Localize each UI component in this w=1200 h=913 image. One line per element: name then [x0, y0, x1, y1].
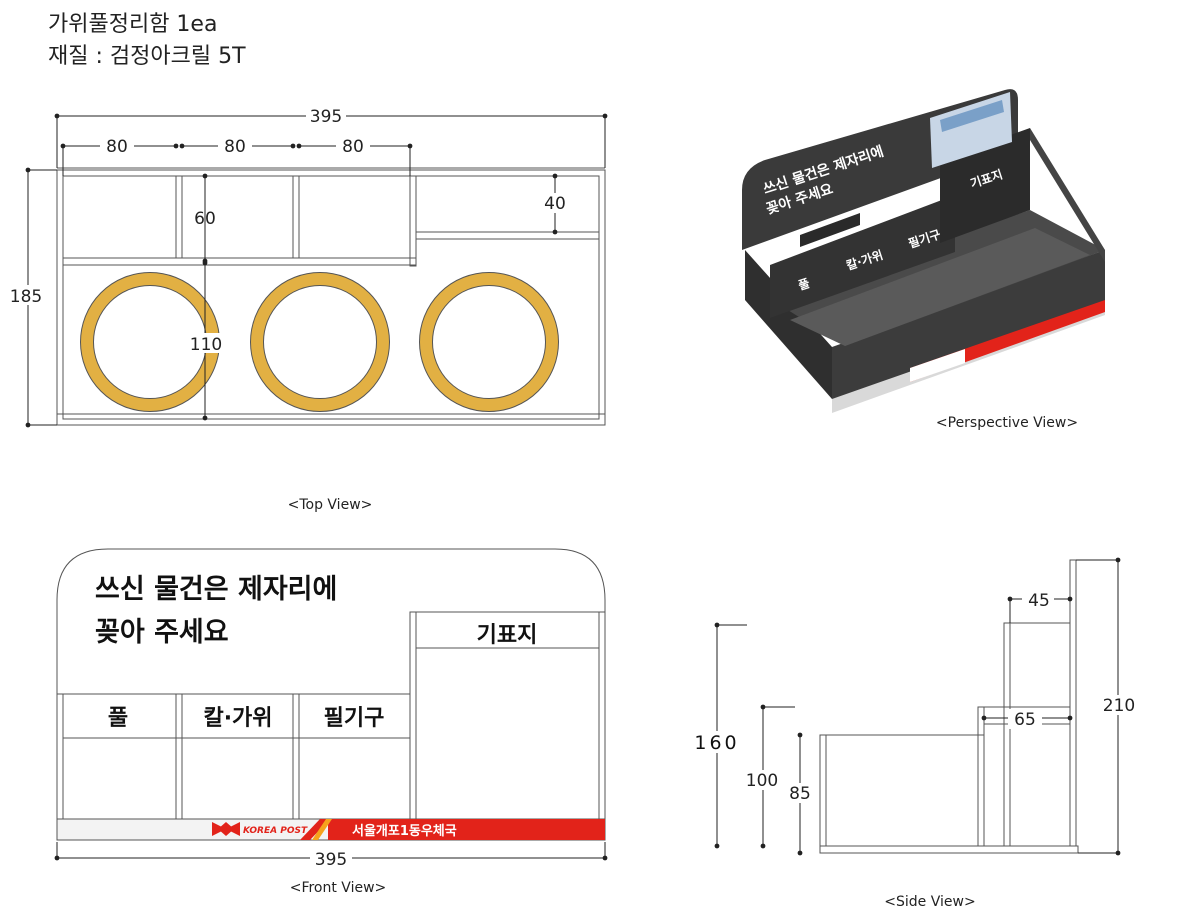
persp-left-face — [745, 250, 832, 399]
side-dim-front-height: 85 — [789, 784, 811, 804]
top-divider-2 — [292, 175, 300, 259]
top-view-dimensions — [25, 113, 608, 428]
caption-side-view: <Side View> — [884, 894, 975, 910]
side-dim-sign-height: 160 — [694, 732, 739, 754]
front-sign-outline — [56, 548, 606, 821]
dim-side-depth: 40 — [544, 194, 566, 214]
side-base — [819, 845, 1079, 854]
caption-top-view: <Top View> — [288, 497, 373, 513]
ring-3 — [419, 272, 559, 412]
top-shelf-side — [415, 231, 600, 240]
top-divider-1 — [175, 175, 183, 259]
top-outer-box — [56, 169, 606, 426]
front-office-name: 서울개포1동우체국 — [352, 823, 457, 839]
top-inner-wall — [62, 175, 600, 420]
dim-front-depth: 60 — [194, 209, 216, 229]
front-brand-bar: KOREA POST 서울개포1동우체국 — [212, 819, 605, 840]
top-shelf-front — [62, 257, 417, 266]
front-label-scissors: 칼·가위 — [203, 706, 272, 731]
front-label-glue: 풀 — [108, 706, 128, 731]
dim-compartment-1: 80 — [106, 137, 128, 157]
side-view — [819, 559, 1079, 854]
top-view — [56, 167, 606, 426]
dim-compartment-2: 80 — [224, 137, 246, 157]
front-sign-line-1: 쓰신 물건은 제자리에 — [95, 574, 337, 605]
side-dim-mid-width: 65 — [1014, 710, 1036, 730]
korea-post-logo-icon — [212, 822, 240, 836]
material-spec: 재질 : 검정아크릴 5T — [48, 44, 246, 69]
dim-overall-depth: 185 — [10, 287, 42, 307]
front-label-pens: 필기구 — [324, 706, 385, 731]
front-brand-name: KOREA POST — [243, 826, 308, 836]
side-dim-mid-height: 100 — [746, 771, 778, 791]
persp-front-face — [832, 250, 1105, 399]
top-divider-3 — [409, 175, 417, 267]
perspective-view: 쓰신 물건은 제자리에 꽂아 주세요 풀 칼·가위 필기구 기표지 — [742, 89, 1105, 413]
dim-compartment-3: 80 — [342, 137, 364, 157]
side-dim-top-width: 45 — [1028, 591, 1050, 611]
product-title: 가위풀정리함 1ea — [48, 12, 218, 37]
front-dim-width: 395 — [315, 850, 347, 870]
persp-label-glue: 풀 — [796, 275, 811, 293]
dim-overall-width: 395 — [310, 107, 342, 127]
caption-perspective-view: <Perspective View> — [936, 415, 1078, 431]
front-label-ballot: 기표지 — [477, 623, 538, 648]
side-dim-overall-height: 210 — [1103, 696, 1135, 716]
ring-2 — [250, 272, 390, 412]
pen-holder-rings — [80, 272, 559, 412]
front-sign-line-2: 꽂아 주세요 — [95, 617, 229, 648]
caption-front-view: <Front View> — [290, 880, 387, 896]
dim-circle-depth: 110 — [190, 335, 222, 355]
side-back-panel — [1069, 559, 1077, 847]
